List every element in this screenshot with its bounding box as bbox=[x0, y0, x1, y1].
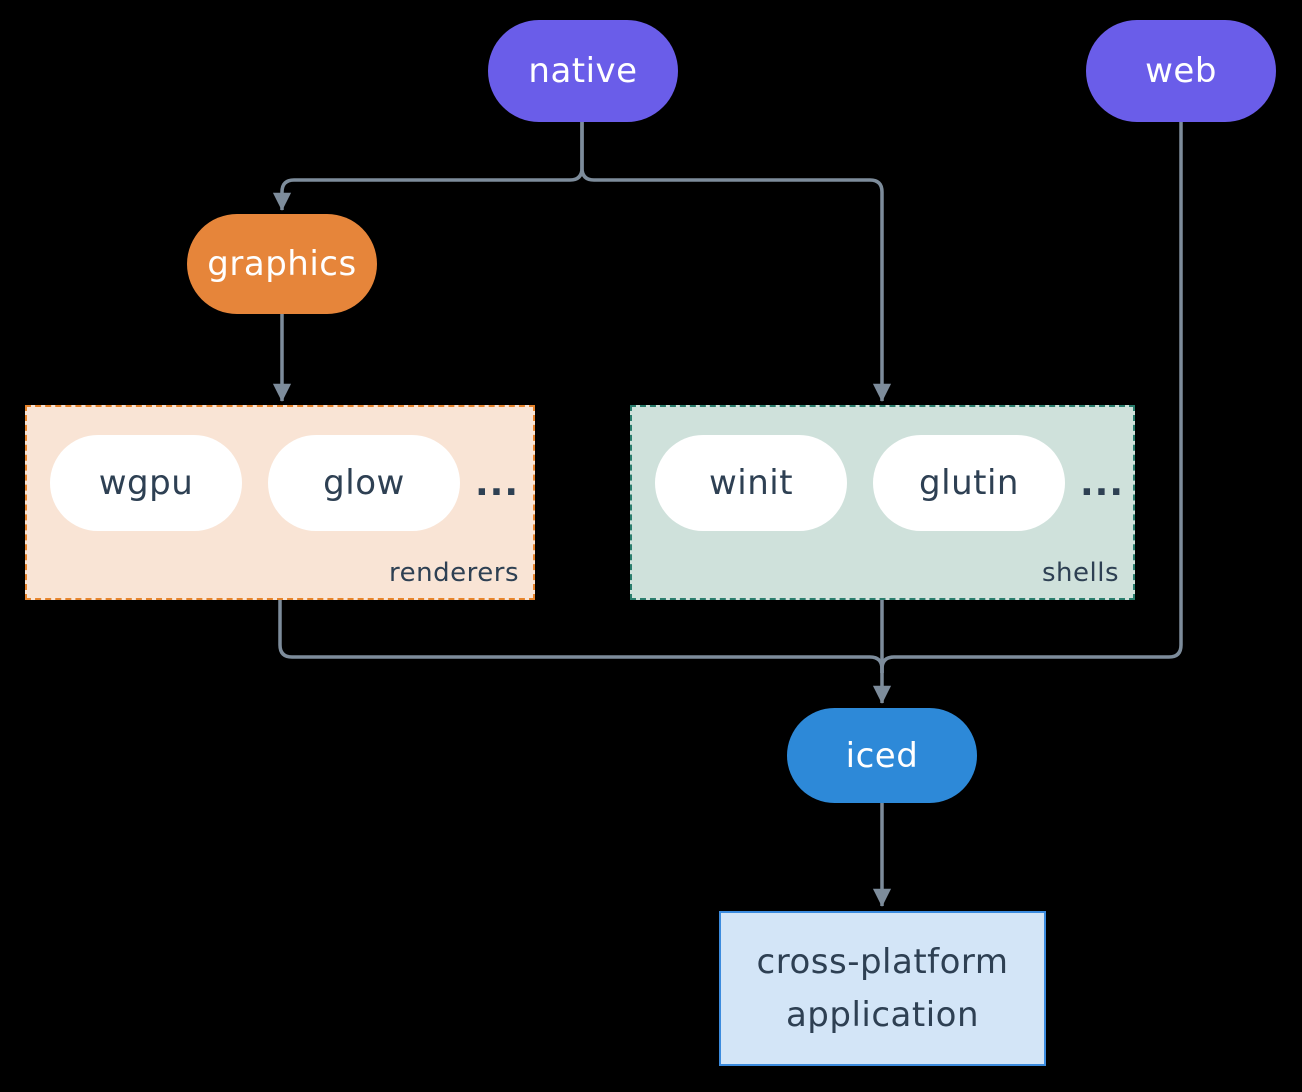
node-wgpu: wgpu bbox=[50, 435, 242, 531]
edge-renderers-to-junction bbox=[278, 600, 884, 673]
edge-native-to-graphics bbox=[272, 122, 584, 211]
node-cross-platform-application: cross-platform application bbox=[719, 911, 1046, 1066]
edge-native-to-shells bbox=[580, 122, 892, 402]
node-graphics: graphics bbox=[187, 214, 377, 314]
node-iced: iced bbox=[787, 708, 977, 803]
node-native: native bbox=[488, 20, 678, 122]
shells-ellipsis: ... bbox=[1080, 462, 1125, 504]
group-shells: winit glutin ... shells bbox=[630, 405, 1135, 600]
group-renderers: wgpu glow ... renderers bbox=[25, 405, 535, 600]
node-winit: winit bbox=[655, 435, 847, 531]
shells-group-label: shells bbox=[1041, 558, 1119, 588]
node-web: web bbox=[1086, 20, 1276, 122]
renderers-ellipsis: ... bbox=[475, 462, 520, 504]
node-glutin: glutin bbox=[873, 435, 1065, 531]
node-glow: glow bbox=[268, 435, 460, 531]
renderers-group-label: renderers bbox=[389, 558, 519, 588]
